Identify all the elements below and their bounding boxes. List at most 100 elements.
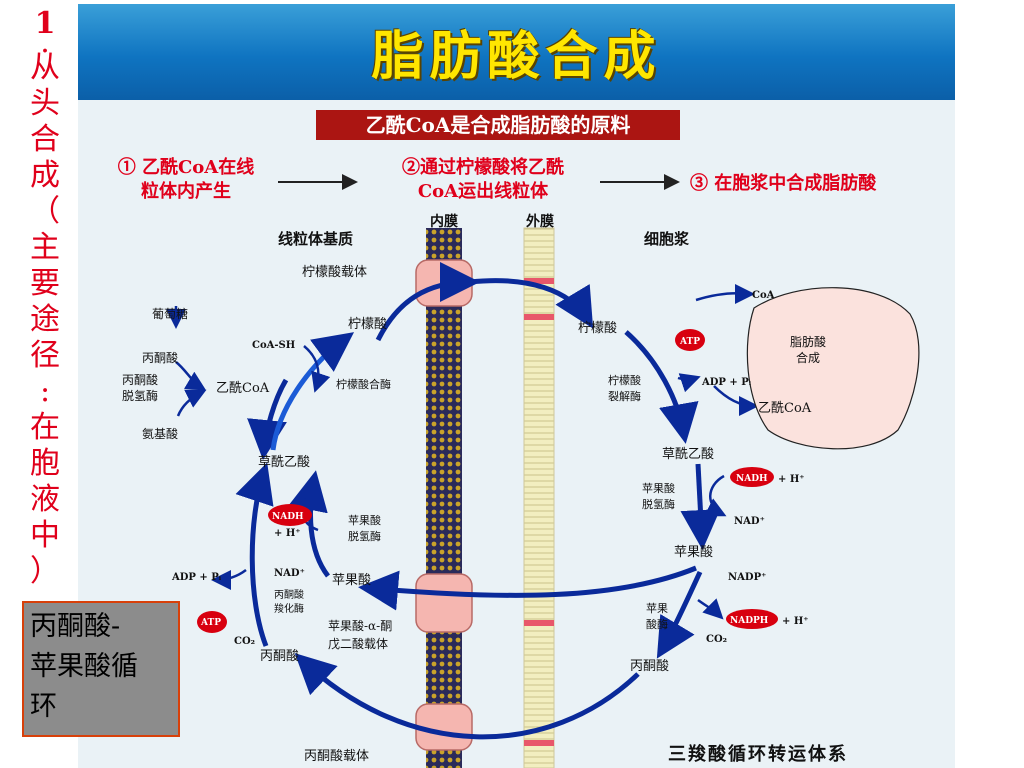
fa-label-2: 合成 [796,350,820,365]
malic-enzyme-label-1: 苹果 [646,601,668,615]
amino-acid-label: 氨基酸 [142,426,178,441]
malate-import-arrow [358,565,697,611]
outer-membrane [523,227,555,768]
lyase-label-2: 裂解酶 [608,389,641,403]
region-outer-membrane: 外膜 [526,213,554,230]
malic-enzyme-label-2: 酸酶 [646,617,668,631]
malic-enzyme-arrow [656,570,703,659]
cyto-pyruvate-label: 丙酮酸 [630,659,669,674]
step-2-line-2: CoA运出线粒体 [417,181,549,202]
matrix-h-label: + H⁺ [274,528,301,539]
citrate-export-arrow [375,262,480,342]
matrix-nadh-label: NADH [272,512,304,522]
matrix-acetyl-coa-label: 乙酰CoA [216,381,270,396]
step-1: ① 乙酰CoA在线 粒体内产生 [96,156,276,204]
inner-membrane [426,228,462,768]
side-title-number: 1 [34,6,56,41]
citrate-transport-arrow [469,278,594,329]
cyto-adp-label: ADP + Pᵢ [701,377,752,388]
callout-box: 丙酮酸- 苹果酸循 环 [22,601,180,737]
cyto-nadph-arrow [697,598,724,620]
matrix-atp-oval [197,611,227,633]
cyto-h-label-2: + H⁺ [782,616,809,627]
pdh-label-1: 丙酮酸 [122,372,158,387]
pdh-arrow [175,361,207,391]
side-title-dot: . [40,25,50,60]
step-1-line-2: 粒体内产生 [141,181,231,202]
region-inner-membrane: 内膜 [430,213,458,230]
cyto-malate-label: 苹果酸 [674,545,713,560]
cyto-acetyl-coa-label: 乙酰CoA [758,401,812,416]
region-matrix: 线粒体基质 [278,230,353,248]
pc-label-1: 丙酮酸 [274,588,304,601]
pyruvate-carrier-label: 丙酮酸载体 [304,749,369,764]
lyase-label-1: 柠檬酸 [608,373,641,387]
cyto-nadph-label: NADPH [730,616,769,626]
region-cytosol: 细胞浆 [644,230,690,248]
banner-title: 脂肪酸合成 [371,26,662,87]
malate-to-oaa-arrow [288,470,331,578]
outer-membrane-channel [524,278,554,284]
oaa-to-malate-arrow [680,463,721,550]
outer-membrane-channel [524,314,554,320]
side-title-char: 成 [30,158,60,193]
cyto-nadp-label: NADP⁺ [728,572,766,583]
side-title-char: 途 [30,302,60,337]
side-title: 1 . 从 头 合 成 （ 主 要 途 径 : 在 胞 液 中 ） [20,6,70,590]
step-1-line-1: ① 乙酰CoA在线 [117,157,255,178]
side-title-char: ） [30,554,60,589]
cyto-atp-oval [675,329,705,351]
matrix-mdh-label-1: 苹果酸 [348,513,381,527]
coash-arrow [303,345,331,393]
malate-carrier [415,573,473,633]
side-title-char: 要 [30,266,60,301]
matrix-adp-label: ADP + Pᵢ [171,572,222,583]
pyruvate-to-oaa-arrow [235,462,274,647]
cyto-nad-arrow [704,474,727,517]
pdh-label-2: 脱氢酶 [122,388,158,403]
cyto-co2-label: CO₂ [706,634,727,645]
cyto-mdh-label-2: 脱氢酶 [642,497,675,511]
callout-line-3: 环 [30,691,57,722]
cyto-h-label: + H⁺ [778,474,805,485]
matrix-adp-arrow [211,568,247,590]
cyto-coa-label: CoA [752,290,775,301]
cyto-nad-label: NAD⁺ [734,516,765,527]
pathway-diagram: 线粒体基质 内膜 外膜 细胞浆 柠檬酸载体 苹果酸-α-酮 戊二酸载体 丙酮酸载… [122,174,920,768]
outer-membrane-channel [524,740,554,746]
fa-label-1: 脂肪酸 [790,334,826,349]
pyruvate-top-label: 丙酮酸 [142,350,178,365]
side-title-char: 从 [30,50,60,85]
matrix-malate-label: 苹果酸 [332,573,371,588]
step-2-line-1: ②通过柠檬酸将乙酰 [402,157,564,178]
side-title-char: 胞 [30,446,60,481]
step-2: ②通过柠檬酸将乙酰 CoA运出线粒体 [368,156,598,204]
cyto-citrate-label: 柠檬酸 [578,321,617,336]
side-title-char: （ [30,194,60,229]
step-3: ③ 在胞浆中合成脂肪酸 [690,172,950,196]
malate-carrier-label-2: 戊二酸载体 [328,636,388,651]
outer-membrane-channel [524,620,554,626]
matrix-nad-label: NAD⁺ [274,568,305,579]
cyto-adp-arrow [677,373,701,393]
malate-carrier-label-1: 苹果酸-α-酮 [328,618,392,633]
side-title-char: 在 [30,410,60,445]
footer-label: 三羧酸循环转运体系 [668,743,848,765]
title-banner: 脂肪酸合成 [78,4,955,100]
pyruvate-import-arrow [294,653,640,740]
oaa-to-citrate-arrow [270,332,355,451]
coa-arrow [695,283,755,304]
matrix-nadh-oval [268,504,312,526]
fatty-acid-synthesis-region [746,287,920,450]
side-title-char: 头 [30,86,60,121]
cyto-nadph-oval [726,609,778,629]
citrate-carrier-label: 柠檬酸载体 [302,265,367,280]
cyto-nadh-label: NADH [736,474,768,484]
callout-line-2: 苹果酸循 [30,651,138,682]
step-3-line-1: ③ 在胞浆中合成脂肪酸 [690,173,877,194]
pyruvate-bottom-label: 丙酮酸 [260,649,299,664]
matrix-citrate-label: 柠檬酸 [348,317,387,332]
side-title-char: 液 [30,482,60,517]
matrix-co2-label: CO₂ [234,636,255,647]
side-title-char: 主 [30,230,60,265]
